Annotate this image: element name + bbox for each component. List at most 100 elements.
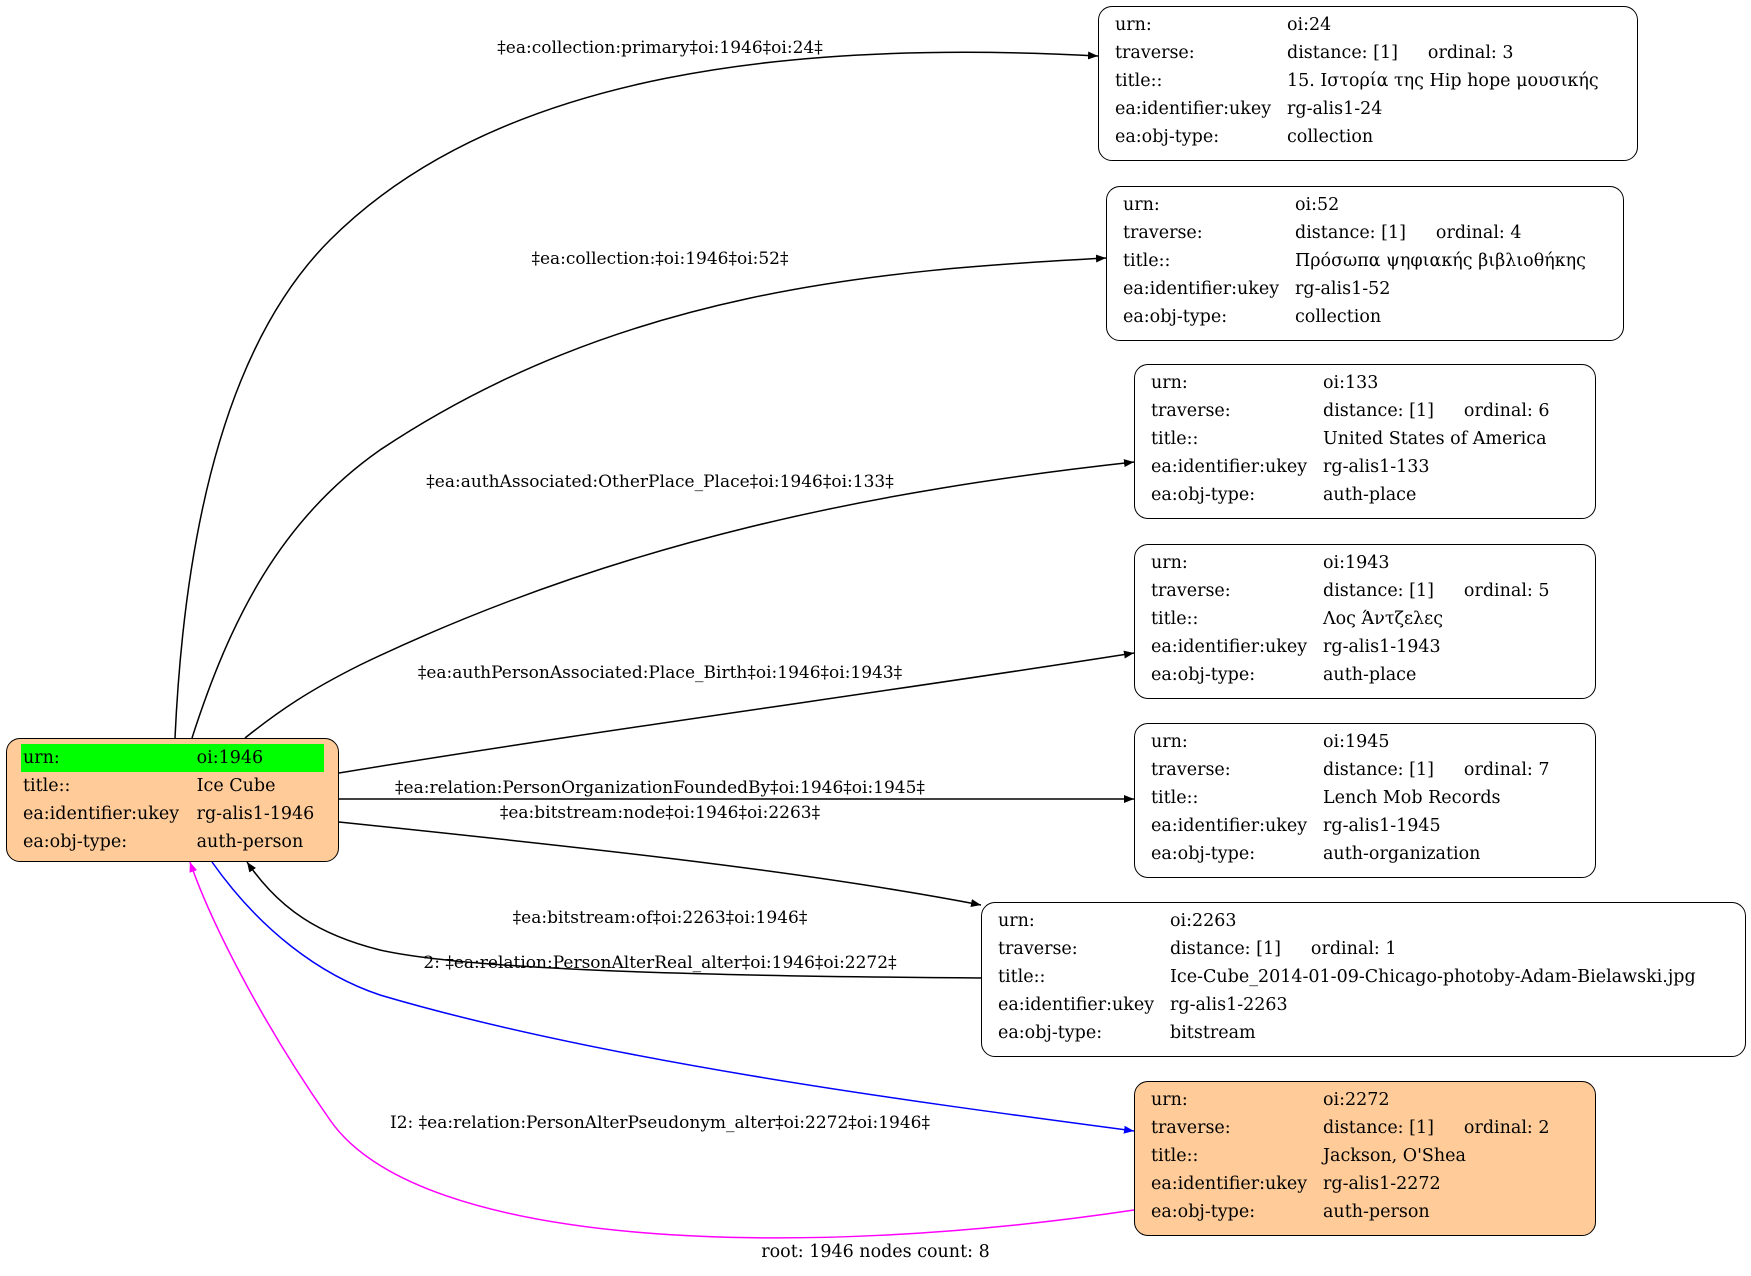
node-value: rg-alis1-2263 bbox=[1170, 995, 1288, 1015]
node-value: auth-place bbox=[1323, 665, 1417, 685]
edge-from-oi-2263 bbox=[246, 861, 982, 979]
node-key: ea:identifier:ukey bbox=[1123, 279, 1280, 299]
node-value: rg-alis1-1943 bbox=[1323, 637, 1441, 657]
node-key: title:: bbox=[23, 776, 71, 796]
node-oi-24[interactable]: urn: oi:24 traverse: distance: [1] ordinal:… bbox=[1098, 6, 1638, 161]
edge-to-oi-133 bbox=[244, 459, 1135, 739]
node-value: oi:2272 bbox=[1323, 1090, 1390, 1110]
node-key: ea:identifier:ukey bbox=[1151, 1174, 1308, 1194]
node-value: distance: [1] ordinal: 6 bbox=[1321, 397, 1556, 425]
node-value: Ice Cube bbox=[196, 776, 276, 796]
traverse-distance: distance: [1] bbox=[1295, 223, 1406, 243]
node-key: urn: bbox=[1151, 553, 1188, 573]
node-key: traverse: bbox=[1151, 760, 1231, 780]
node-key: title:: bbox=[1123, 251, 1171, 271]
node-key: traverse: bbox=[1151, 581, 1231, 601]
node-value: oi:2263 bbox=[1170, 911, 1237, 931]
node-key: traverse: bbox=[1115, 43, 1195, 63]
node-value: collection bbox=[1287, 127, 1374, 147]
traverse-distance: distance: [1] bbox=[1287, 43, 1398, 63]
node-value: rg-alis1-24 bbox=[1287, 99, 1383, 119]
node-value: oi:1945 bbox=[1323, 732, 1390, 752]
node-value: oi:133 bbox=[1323, 373, 1379, 393]
edge-label-oi-1943: ‡ea:authPersonAssociated:Place_Birth‡oi:… bbox=[418, 663, 903, 683]
edge-to-oi-2272 bbox=[211, 861, 1135, 1134]
node-oi-52[interactable]: urn:oi:52 traverse:distance: [1]ordinal:… bbox=[1106, 186, 1624, 341]
node-key: title:: bbox=[1151, 788, 1199, 808]
node-value: auth-place bbox=[1323, 485, 1417, 505]
node-key: ea:obj-type: bbox=[998, 1023, 1103, 1043]
node-oi-2263[interactable]: urn: oi:2263 traverse: distance: [1] ordina… bbox=[981, 902, 1746, 1057]
node-value: rg-alis1-1946 bbox=[196, 804, 315, 824]
node-key: title:: bbox=[1151, 609, 1199, 629]
node-key: traverse: bbox=[1151, 1118, 1231, 1138]
node-key: title:: bbox=[1115, 71, 1163, 91]
node-key: ea:obj-type: bbox=[23, 832, 128, 852]
node-key: ea:obj-type: bbox=[1115, 127, 1220, 147]
node-key: urn: bbox=[1151, 373, 1188, 393]
node-value: oi:1946 bbox=[194, 744, 324, 772]
traverse-distance: distance: [1] bbox=[1170, 939, 1281, 959]
node-value: United States of America bbox=[1323, 429, 1547, 449]
traverse-ordinal: ordinal: 1 bbox=[1310, 939, 1397, 959]
edge-label-oi-2272: 2: ‡ea:relation:PersonAlterReal_alter‡oi… bbox=[423, 953, 897, 973]
node-key: ea:obj-type: bbox=[1151, 485, 1256, 505]
node-key: urn: bbox=[998, 911, 1035, 931]
traverse-ordinal: ordinal: 2 bbox=[1463, 1118, 1550, 1138]
traverse-distance: distance: [1] bbox=[1323, 401, 1434, 421]
node-value: distance: [1]ordinal: 5 bbox=[1321, 577, 1556, 605]
node-key: ea:identifier:ukey bbox=[1115, 99, 1272, 119]
node-value: auth-person bbox=[1323, 1202, 1430, 1222]
node-key: title:: bbox=[1151, 1146, 1199, 1166]
node-key: urn: bbox=[21, 744, 195, 772]
node-key: urn: bbox=[1115, 15, 1152, 35]
node-oi-1943[interactable]: urn: oi:1943 traverse: distance: [1]ordina… bbox=[1134, 544, 1596, 699]
edge-from-oi-2272 bbox=[189, 861, 1135, 1239]
node-key: urn: bbox=[1151, 732, 1188, 752]
traverse-distance: distance: [1] bbox=[1323, 760, 1434, 780]
edge-label-oi-24: ‡ea:collection:primary‡oi:1946‡oi:24‡ bbox=[497, 38, 823, 58]
edge-to-oi-52 bbox=[191, 254, 1107, 739]
node-value: bitstream bbox=[1170, 1023, 1256, 1043]
node-key: traverse: bbox=[998, 939, 1078, 959]
node-value: 15. Ιστορία της Hip hope μουσικής bbox=[1287, 71, 1599, 91]
node-key: ea:identifier:ukey bbox=[1151, 637, 1308, 657]
traverse-distance: distance: [1] bbox=[1323, 1118, 1434, 1138]
edge-to-oi-1943 bbox=[338, 650, 1135, 774]
edge-label-bitstream-of: ‡ea:bitstream:of‡oi:2263‡oi:1946‡ bbox=[513, 908, 808, 928]
traverse-ordinal: ordinal: 3 bbox=[1427, 43, 1514, 63]
node-value: distance: [1] ordinal: 3 bbox=[1285, 39, 1605, 67]
edge-label-oi-2263: ‡ea:bitstream:node‡oi:1946‡oi:2263‡ bbox=[500, 803, 821, 823]
edge-to-oi-24 bbox=[174, 51, 1099, 739]
edge-label-oi-1945: ‡ea:relation:PersonOrganizationFoundedBy… bbox=[395, 778, 925, 798]
node-value: rg-alis1-52 bbox=[1295, 279, 1391, 299]
node-value: Jackson, O'Shea bbox=[1323, 1146, 1466, 1166]
node-key: ea:obj-type: bbox=[1151, 1202, 1256, 1222]
node-key: title:: bbox=[998, 967, 1046, 987]
node-key: ea:identifier:ukey bbox=[1151, 816, 1308, 836]
node-oi-2272[interactable]: urn: oi:2272 traverse: distance: [1] ordina… bbox=[1134, 1081, 1596, 1236]
node-value: collection bbox=[1295, 307, 1382, 327]
node-value: oi:24 bbox=[1287, 15, 1332, 35]
node-oi-133[interactable]: urn: oi:133 traverse: distance: [1] ordinal… bbox=[1134, 364, 1596, 519]
edge-label-pseudonym: I2: ‡ea:relation:PersonAlterPseudonym_al… bbox=[390, 1113, 930, 1133]
node-key: ea:obj-type: bbox=[1151, 844, 1256, 864]
traverse-ordinal: ordinal: 6 bbox=[1463, 401, 1550, 421]
node-key: urn: bbox=[1151, 1090, 1188, 1110]
node-key: traverse: bbox=[1151, 401, 1231, 421]
node-oi-1945[interactable]: urn: oi:1945 traverse: distance: [1]ordina… bbox=[1134, 723, 1596, 878]
node-oi-1946[interactable]: urn: oi:1946 title:: Ice Cube ea:identif… bbox=[6, 738, 339, 862]
node-key: ea:obj-type: bbox=[1123, 307, 1228, 327]
node-value: distance: [1] ordinal: 2 bbox=[1321, 1114, 1556, 1142]
node-key: ea:identifier:ukey bbox=[1151, 457, 1308, 477]
node-value: oi:1943 bbox=[1323, 553, 1390, 573]
node-value: distance: [1]ordinal: 7 bbox=[1321, 756, 1556, 784]
node-value: Πρόσωπα ψηφιακής βιβλιοθήκης bbox=[1295, 251, 1586, 271]
node-value: rg-alis1-133 bbox=[1323, 457, 1430, 477]
node-value: auth-person bbox=[196, 832, 304, 852]
node-value: rg-alis1-1945 bbox=[1323, 816, 1441, 836]
node-value: Λος Άντζελες bbox=[1323, 609, 1444, 629]
edge-label-oi-52: ‡ea:collection:‡oi:1946‡oi:52‡ bbox=[531, 249, 789, 269]
node-key: traverse: bbox=[1123, 223, 1203, 243]
